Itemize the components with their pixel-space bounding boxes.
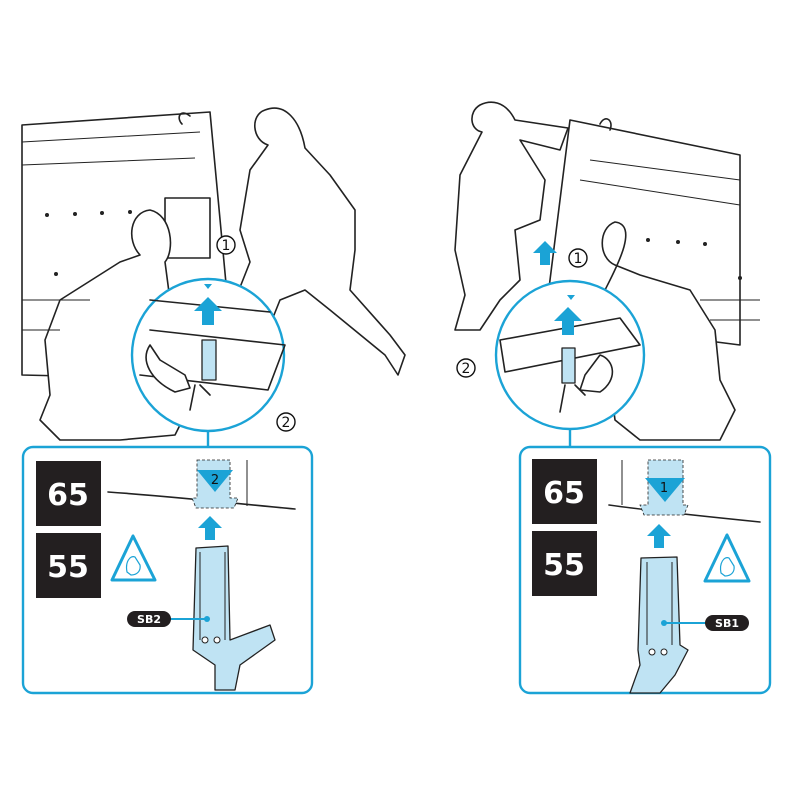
step-1-label-right: 1 xyxy=(574,251,583,267)
part-tag-label: SB2 xyxy=(137,613,161,626)
size-55-label: 55 xyxy=(543,548,585,583)
size-65-label: 65 xyxy=(47,478,89,513)
insert-order-label-right: 1 xyxy=(660,481,668,496)
insert-order-marker-right xyxy=(645,478,685,502)
part-tag-sb1 xyxy=(705,615,749,631)
arrow-up-icon xyxy=(554,307,582,335)
size-badge-65-left xyxy=(36,461,101,526)
left-scene: 1 2 xyxy=(21,107,406,447)
size-65-label: 65 xyxy=(543,476,585,511)
size-badge-55-right xyxy=(532,531,597,596)
arrow-up-icon xyxy=(533,241,557,265)
step-1-badge-left xyxy=(216,235,236,255)
arrow-up-icon xyxy=(647,524,671,548)
step-1-badge-right xyxy=(568,248,588,268)
stand-sb2 xyxy=(192,545,276,691)
size-badge-65-right xyxy=(532,459,597,524)
stand-sb1 xyxy=(629,556,689,694)
pinch-hazard-icon-left xyxy=(110,534,157,582)
step-2-badge-right xyxy=(456,358,476,378)
right-scene: 1 2 xyxy=(454,101,760,447)
arrow-up-icon xyxy=(194,297,222,325)
step-1-label-left: 1 xyxy=(222,238,231,254)
left-detail-box: 65 55 2 SB2 xyxy=(21,445,314,695)
step-2-badge-left xyxy=(276,412,296,432)
person-standing-left xyxy=(231,107,406,376)
step-2-label-right: 2 xyxy=(462,361,471,377)
insert-order-label-left: 2 xyxy=(211,473,219,488)
part-tag-sb2 xyxy=(127,611,171,627)
person-standing-right xyxy=(454,101,569,331)
right-detail-box: 65 55 1 SB1 xyxy=(518,445,772,695)
size-badge-55-left xyxy=(36,533,101,598)
step-2-label-left: 2 xyxy=(282,415,291,431)
insert-order-marker-left xyxy=(197,470,233,492)
part-tag-label: SB1 xyxy=(715,617,739,630)
arrow-up-icon xyxy=(198,516,222,540)
size-55-label: 55 xyxy=(47,550,89,585)
